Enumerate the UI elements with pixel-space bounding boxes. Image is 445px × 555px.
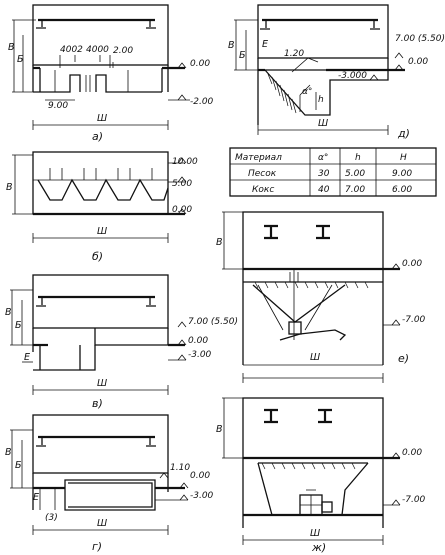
panel-zh-level-2: -7.00 [402, 495, 426, 505]
table-cell: 7.00 [345, 185, 365, 195]
panel-d-angle: α° [302, 87, 312, 97]
panel-a-dim-4: 9.00 [48, 101, 68, 111]
panel-a-building-upper [32, 4, 169, 66]
panel-b-width-label: Ш [97, 226, 107, 237]
panel-d-height-label-b: В [228, 40, 235, 51]
panel-b [12, 151, 187, 243]
panel-v-height-label-b: В [5, 307, 12, 318]
panel-d-level-1: 7.00 (5.50) [395, 34, 445, 44]
table-cell: 9.00 [392, 169, 412, 179]
panel-d-level-2: 0.00 [408, 57, 428, 67]
panel-a-dim-2: 4000 [86, 45, 109, 55]
panel-a-height-label-c: Б [17, 54, 24, 65]
panel-a-caption: а) [92, 130, 103, 143]
panel-b-level-2: 5.00 [172, 179, 192, 189]
panel-d-level-3: -3.000 [338, 71, 367, 81]
panel-v-level-1: 7.00 (5.50) [188, 317, 238, 327]
panel-g-side-label: Е [33, 492, 39, 503]
panel-d-width-label: Ш [318, 118, 328, 129]
panel-d-side-label: Е [262, 39, 268, 50]
panel-v-width-label: Ш [97, 378, 107, 389]
panel-g-level-3: -3.00 [190, 491, 214, 501]
panel-e-building-upper [242, 211, 384, 270]
panel-v [10, 274, 187, 395]
panel-e-width-label: Ш [310, 352, 320, 363]
panel-e-caption: е) [398, 352, 409, 365]
panel-g-building [32, 414, 169, 474]
panel-g-height-label-b: В [5, 447, 12, 458]
panel-e-level-2: -7.00 [402, 315, 426, 325]
panel-d [234, 4, 405, 135]
panel-d-building [257, 4, 389, 59]
panel-a-height-label-b: В [8, 42, 15, 53]
panel-g-level-1: 1.10 [170, 463, 190, 473]
panel-d-sand-pile [267, 73, 297, 114]
panel-a-dim-1: 4002 [60, 45, 83, 55]
table-cell: 40 [318, 185, 330, 195]
table-cell: 5.00 [345, 169, 365, 179]
panel-b-caption: б) [92, 250, 103, 263]
panel-g-level-2: 0.00 [190, 471, 210, 481]
panel-zh-caption: ж) [311, 541, 326, 554]
panel-e-level-1: 0.00 [402, 259, 422, 269]
panel-v-level-3: -3.00 [188, 350, 212, 360]
table-header-H: Н [400, 153, 407, 163]
panel-a-width-label: Ш [97, 113, 107, 124]
panel-g [10, 414, 189, 535]
panel-g-height-label-c: Б [15, 460, 22, 471]
panel-zh-width-label: Ш [310, 528, 320, 539]
panel-a-level-1: 0.00 [190, 59, 210, 69]
panel-v-side-label: Е [24, 352, 30, 363]
panel-d-height-label-c: Б [239, 50, 246, 61]
table-cell: Песок [248, 169, 277, 179]
panel-g-caption: г) [92, 540, 102, 553]
table-header-material: Материал [235, 153, 282, 163]
panel-zh [222, 397, 401, 545]
panel-a-level-2: -2.00 [190, 97, 214, 107]
panel-d-h: h [318, 95, 324, 105]
panel-v-caption: в) [92, 397, 103, 410]
table-header-h: h [355, 153, 361, 163]
panel-v-building [32, 274, 169, 329]
table-cell: Кокс [252, 185, 274, 195]
panel-e [222, 211, 401, 383]
panel-d-caption: д) [397, 127, 410, 140]
panel-a [12, 4, 190, 130]
panel-zh-height-label: В [216, 424, 223, 435]
panel-g-width-label: Ш [97, 518, 107, 529]
panel-b-height-label: В [6, 182, 13, 193]
panel-e-funnel [252, 284, 346, 323]
panel-v-level-2: 0.00 [188, 336, 208, 346]
panel-v-height-label-c: Б [15, 320, 22, 331]
table-header-angle: α° [318, 153, 328, 163]
panel-zh-building-upper [242, 397, 384, 459]
panel-d-dim-1: 1.20 [284, 49, 304, 59]
panel-e-height-label: В [216, 237, 223, 248]
panel-a-dim-3: 2.00 [113, 46, 133, 56]
panel-b-level-3: 0.00 [172, 205, 192, 215]
panel-b-building [32, 151, 169, 215]
table-cell: 6.00 [392, 185, 412, 195]
panel-zh-level-1: 0.00 [402, 448, 422, 458]
panel-g-small-dim: (3) [45, 513, 58, 523]
panel-b-silo-funnels [37, 178, 169, 201]
panel-b-level-1: 10.00 [172, 157, 198, 167]
material-table [229, 147, 437, 197]
panel-g-pit [64, 479, 156, 511]
table-cell: 30 [318, 169, 330, 179]
